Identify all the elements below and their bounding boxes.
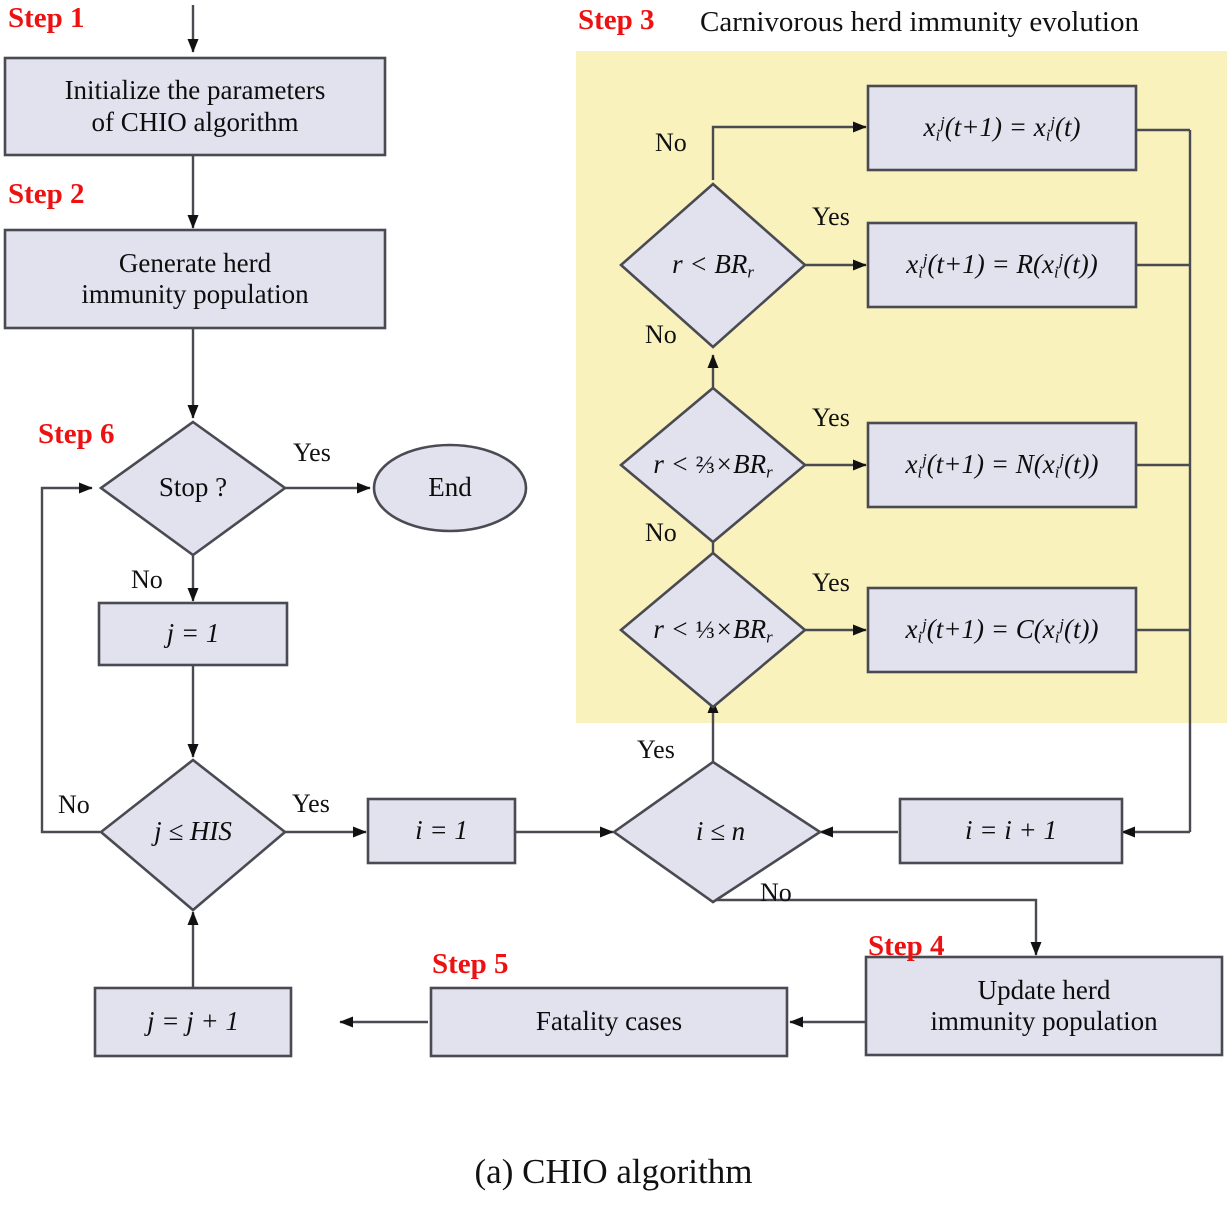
node-d13br-shape xyxy=(618,551,808,709)
edge-label-br13-no: No xyxy=(645,518,677,547)
edge-label-stop-yes: Yes xyxy=(293,438,331,467)
node-init-shape xyxy=(3,56,387,157)
edge-in-no-update xyxy=(713,898,1042,956)
node-iinit-shape xyxy=(366,797,517,865)
step-label-6: Step 6 xyxy=(38,418,115,450)
node-end-shape xyxy=(372,443,528,533)
step3-title: Carnivorous herd immunity evolution xyxy=(700,6,1139,38)
edge-label-jhis-yes: Yes xyxy=(292,789,330,818)
edge-label-in-yes: Yes xyxy=(637,735,675,764)
step-label-1: Step 1 xyxy=(8,2,85,34)
nodes-shapes xyxy=(3,56,1224,1058)
edge-label-br-yes: Yes xyxy=(812,202,850,231)
edge-label-stop-no: No xyxy=(131,565,163,594)
node-fsame-shape xyxy=(866,84,1138,172)
edge-jhis-no-loop xyxy=(40,482,100,834)
node-stop-shape xyxy=(98,420,288,557)
step-label-4: Step 4 xyxy=(868,930,945,962)
node-jinc-shape xyxy=(93,986,293,1058)
node-dbr-shape xyxy=(619,182,807,349)
edge-label-br23-yes: Yes xyxy=(812,403,850,432)
figure-caption: (a) CHIO algorithm xyxy=(474,1152,753,1191)
node-d23br-shape xyxy=(618,386,808,544)
step-label-5: Step 5 xyxy=(432,948,509,980)
step-label-3: Step 3 xyxy=(578,4,655,36)
edges xyxy=(40,5,1192,1028)
node-fR-shape xyxy=(866,221,1138,309)
node-fatality-shape xyxy=(429,986,789,1058)
node-jinit-shape xyxy=(97,601,289,667)
node-in-shape xyxy=(611,760,823,904)
edge-label-br23-no: No xyxy=(645,320,677,349)
edge-label-br13-yes: Yes xyxy=(812,568,850,597)
node-update-shape xyxy=(864,955,1224,1057)
edge-label-jhis-no: No xyxy=(58,790,90,819)
node-jhis-shape xyxy=(98,758,288,912)
edge-label-br-no-top: No xyxy=(655,128,687,157)
edge-label-in-no: No xyxy=(760,878,792,907)
node-fN-shape xyxy=(866,421,1138,509)
node-generate-shape xyxy=(3,228,387,330)
step-label-2: Step 2 xyxy=(8,178,85,210)
node-fC-shape xyxy=(866,586,1138,674)
node-iinc-shape xyxy=(898,797,1124,865)
edge-dbr-no-fsame xyxy=(711,121,867,180)
